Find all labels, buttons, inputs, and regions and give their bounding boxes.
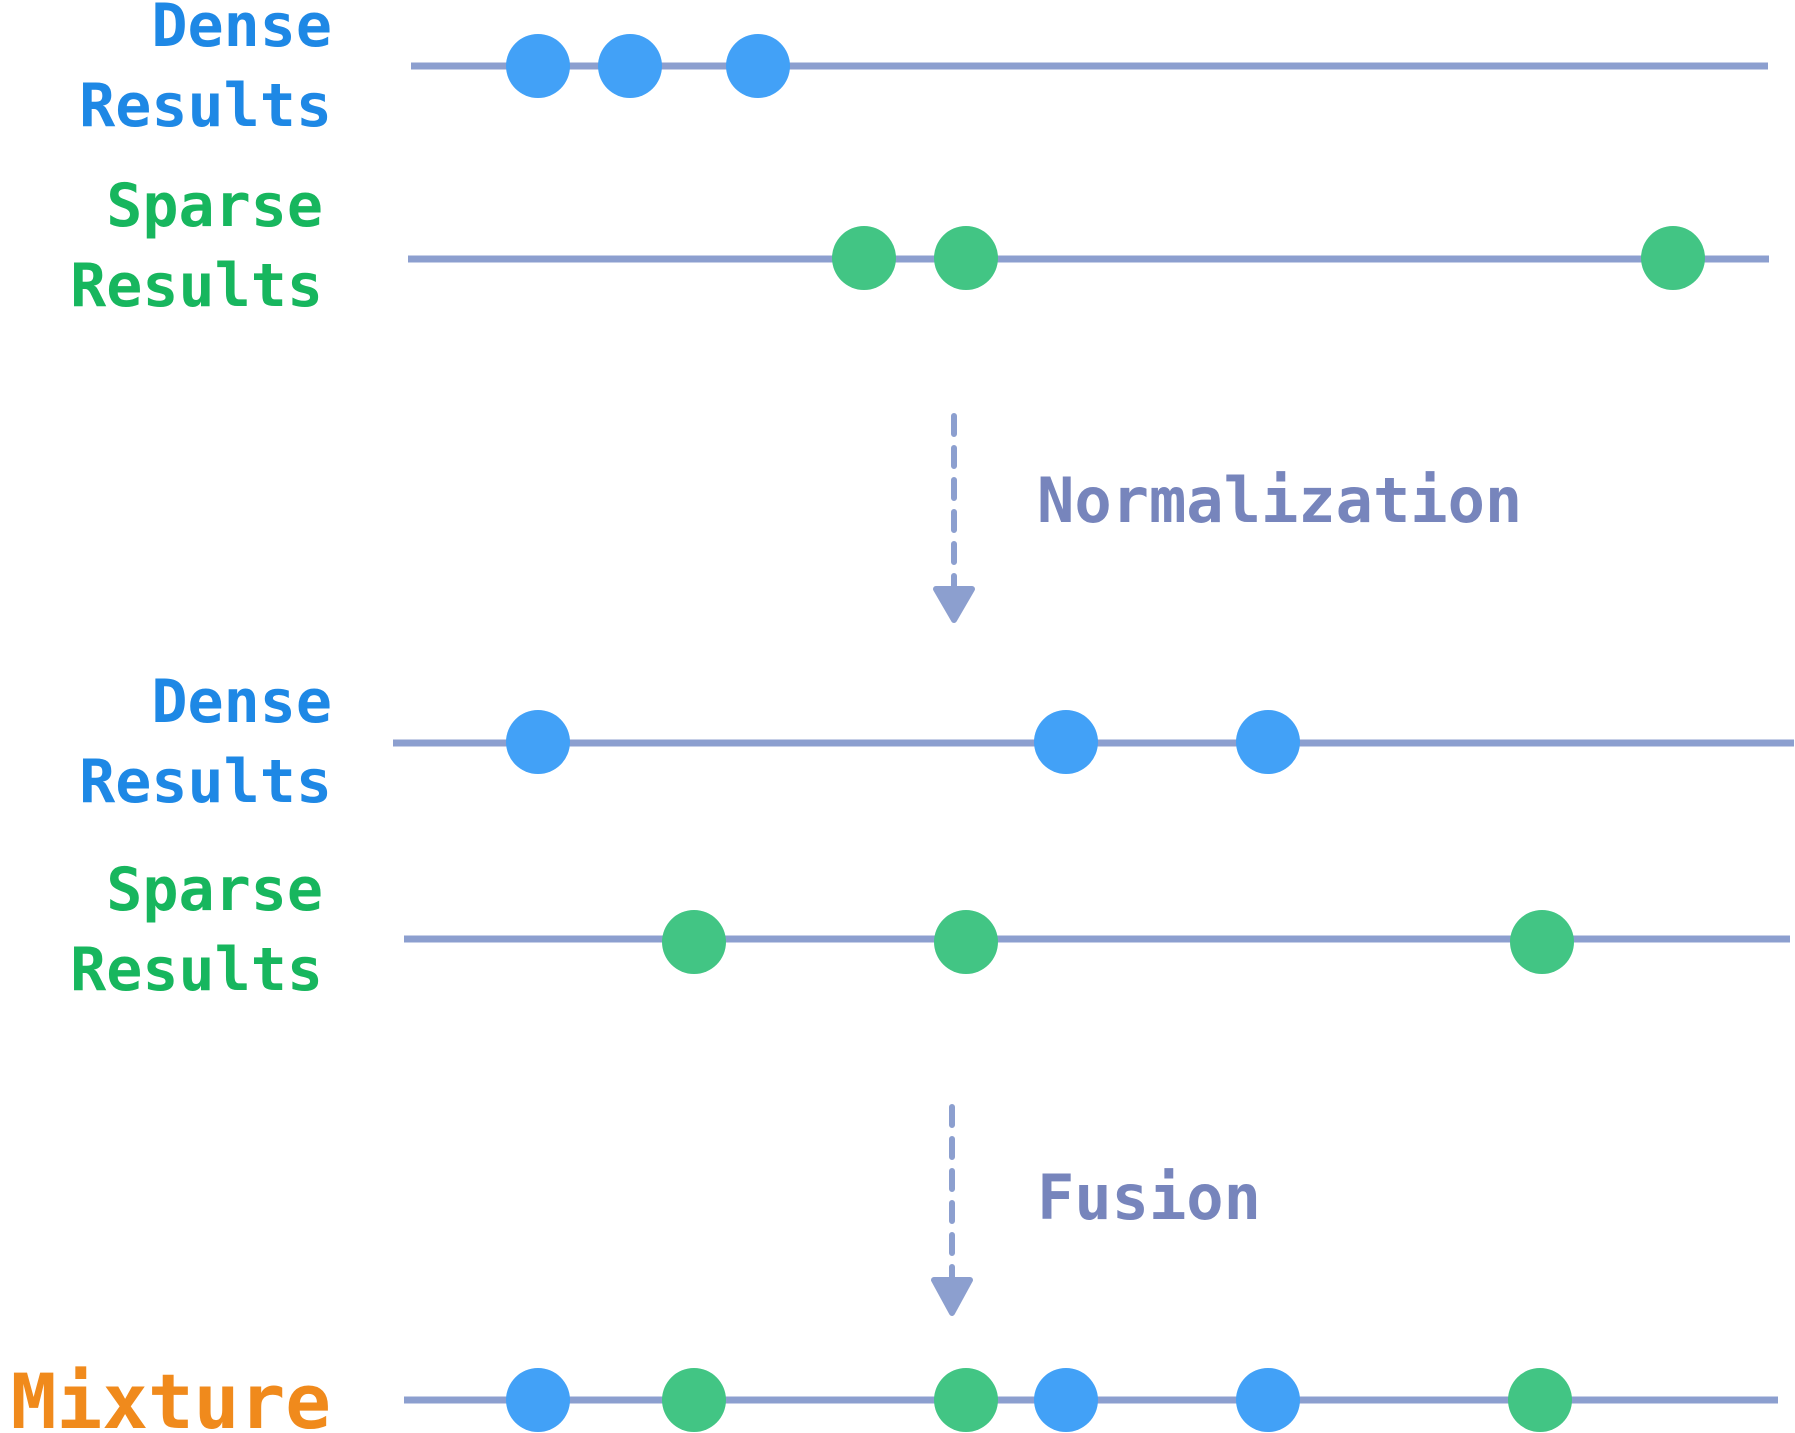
- dense-label-line1: Dense: [151, 0, 332, 61]
- arrow-down-icon: [933, 586, 975, 623]
- step-normalization: Normalization: [933, 413, 1522, 623]
- sparse-result-dot: [662, 1368, 726, 1432]
- sparse-label-line1: Sparse: [106, 855, 323, 925]
- normalization-label: Normalization: [1037, 464, 1522, 537]
- dense-result-dot: [598, 34, 662, 98]
- dense-result-dot: [506, 710, 570, 774]
- dense-result-dot: [1236, 710, 1300, 774]
- fusion-label: Fusion: [1037, 1161, 1261, 1234]
- sparse-result-dot: [934, 910, 998, 974]
- dense-result-dot: [1034, 1368, 1098, 1432]
- sparse-result-dot: [934, 226, 998, 290]
- step-fusion: Fusion: [931, 1104, 1261, 1316]
- sparse-label-line1: Sparse: [106, 171, 323, 241]
- sparse-result-dot: [1508, 1368, 1572, 1432]
- stage-mixture: Mixture: [11, 1357, 1778, 1433]
- sparse-result-dot: [1510, 910, 1574, 974]
- sparse-result-dot: [934, 1368, 998, 1432]
- sparse-result-dot: [832, 226, 896, 290]
- sparse-result-dot: [1641, 226, 1705, 290]
- sparse-label-line2: Results: [70, 935, 323, 1005]
- dense-label-line1: Dense: [151, 667, 332, 737]
- stage-normalized: Dense Results Sparse Results: [70, 667, 1794, 1005]
- dense-result-dot: [726, 34, 790, 98]
- dense-result-dot: [1034, 710, 1098, 774]
- dense-result-dot: [506, 1368, 570, 1432]
- dense-label-line2: Results: [79, 71, 332, 141]
- sparse-result-dot: [662, 910, 726, 974]
- arrow-down-icon: [931, 1277, 973, 1316]
- dense-label-line2: Results: [79, 747, 332, 817]
- sparse-label-line2: Results: [70, 251, 323, 321]
- mixture-label: Mixture: [11, 1357, 331, 1433]
- dense-result-dot: [506, 34, 570, 98]
- stage-before: Dense Results Sparse Results: [70, 0, 1769, 321]
- dense-result-dot: [1236, 1368, 1300, 1432]
